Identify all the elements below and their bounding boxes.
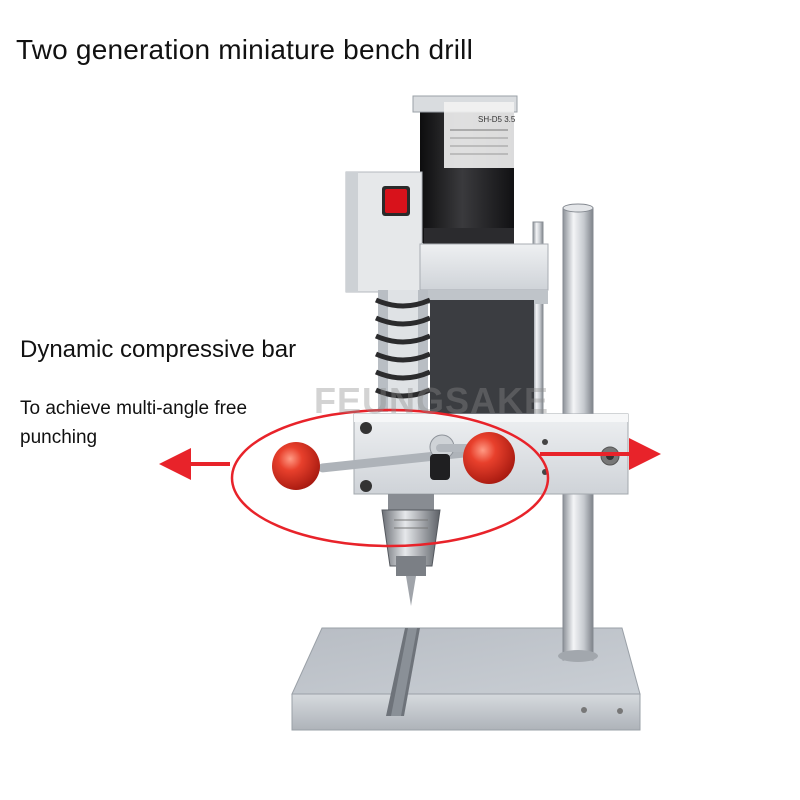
spindle-spring [374, 290, 432, 412]
head-block [419, 243, 549, 304]
motor-label: SH-D5 3.5 [478, 115, 516, 124]
highlight-ellipse [230, 408, 550, 548]
handle-ball-right [463, 432, 515, 484]
drill-chuck [381, 494, 441, 606]
motor: SH-D5 3.5 [412, 95, 518, 246]
power-switch [385, 189, 407, 213]
rear-frame [430, 300, 534, 416]
watermark: FEUNGSAKE [314, 380, 550, 421]
switch-housing [345, 171, 423, 293]
feature-title: Dynamic compressive bar [20, 336, 297, 363]
handle-ball-left [272, 442, 320, 490]
annotation-overlay [159, 408, 661, 548]
product-title: Two generation miniature bench drill [16, 34, 474, 65]
feature-description: To achieve multi-angle free punching [20, 398, 248, 448]
feed-handle [272, 432, 515, 490]
drill-bit [406, 576, 416, 606]
base-plate [291, 627, 641, 731]
